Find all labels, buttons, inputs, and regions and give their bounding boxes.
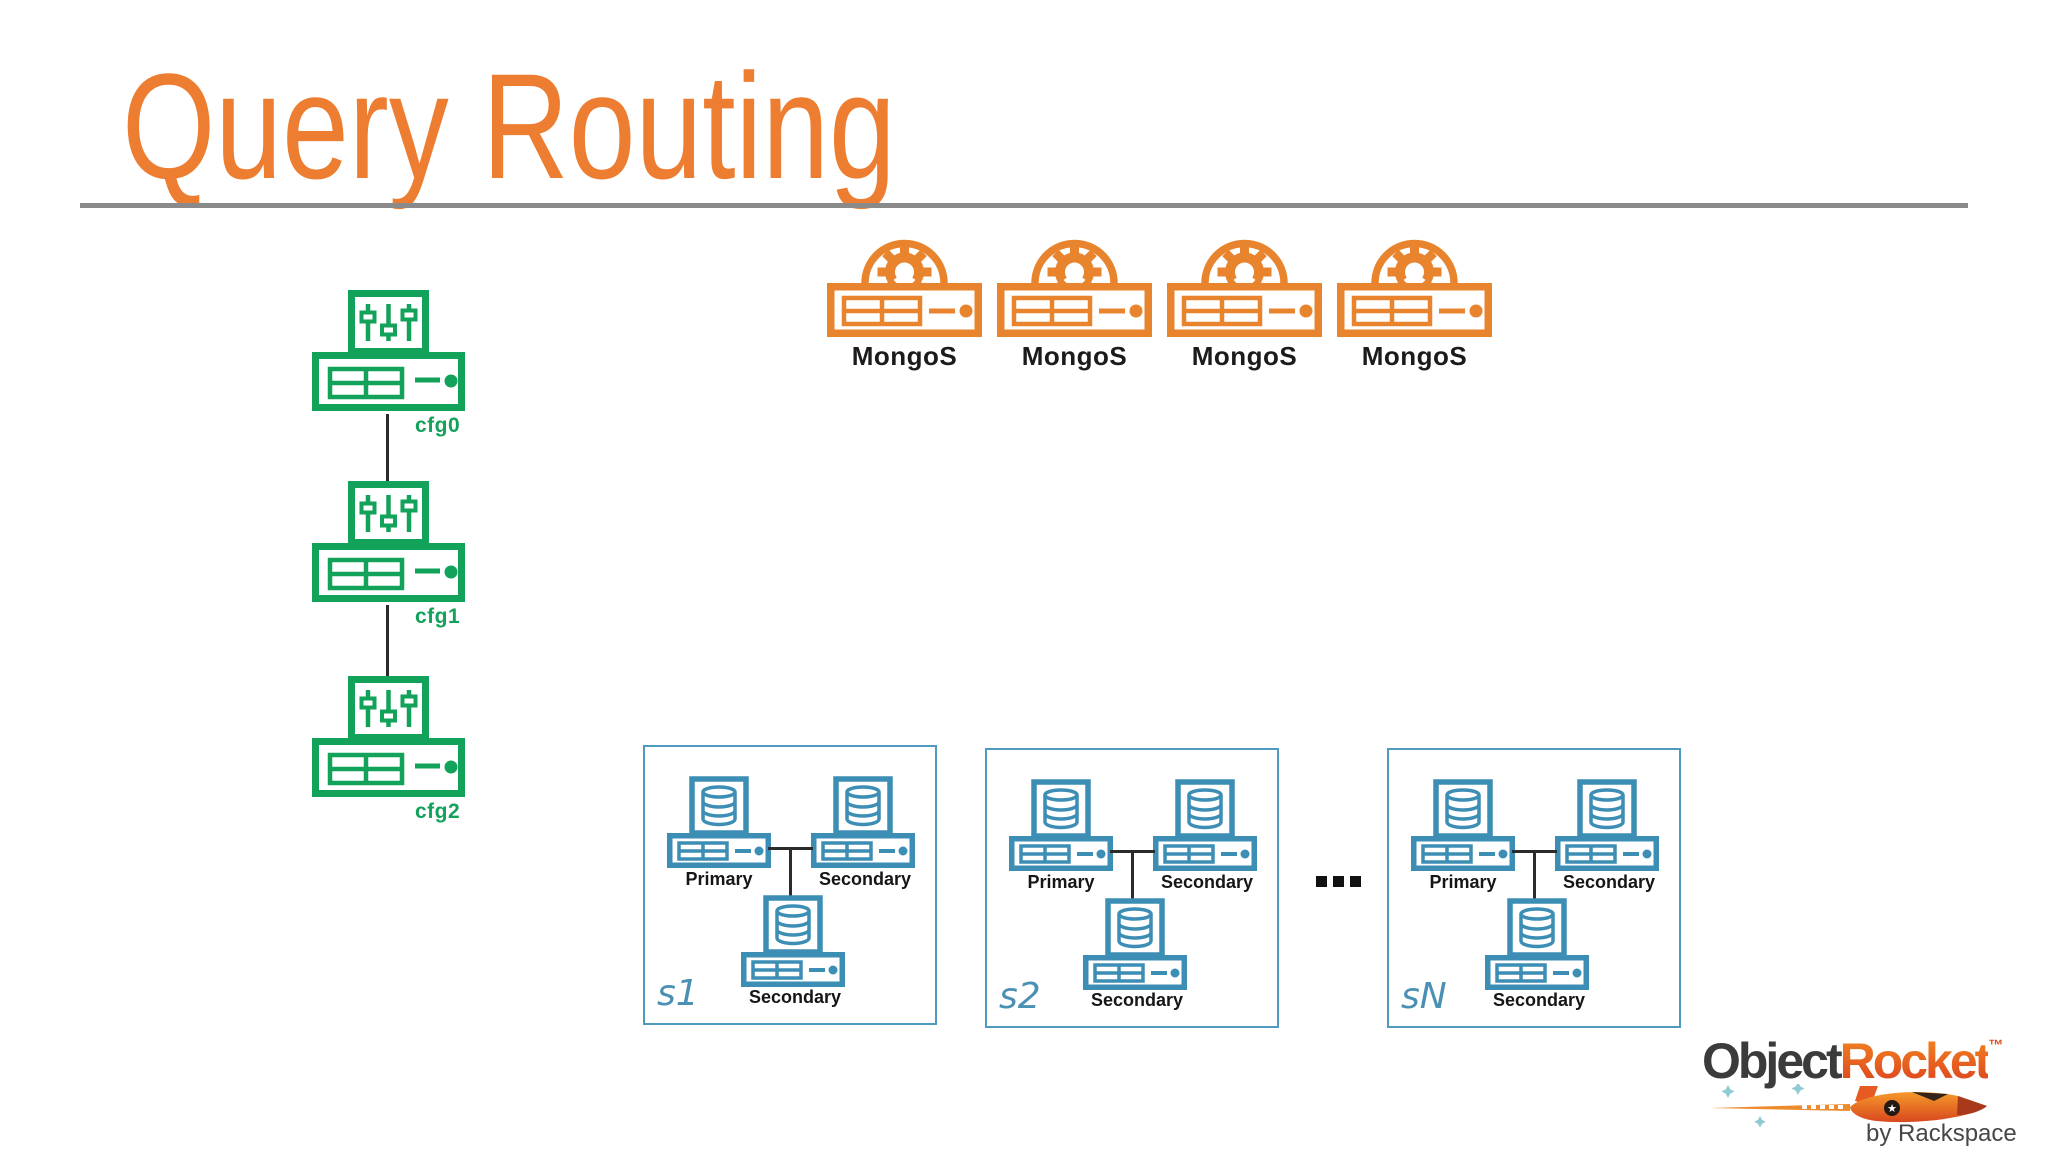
config-connector [386, 414, 389, 481]
mongos-icon [827, 225, 982, 337]
shard-ellipsis [1316, 876, 1361, 887]
title-divider [80, 203, 1968, 208]
shard-id-label: s2 [999, 976, 1041, 1017]
mongos-label: MongoS [1021, 341, 1128, 371]
config-server-label: cfg1 [415, 605, 461, 628]
mongos-label: MongoS [1361, 341, 1468, 371]
svg-text:★: ★ [1887, 1103, 1897, 1115]
logo-tagline: by Rackspace [1866, 1120, 2017, 1147]
node-role-label: Secondary [748, 987, 842, 1007]
mongos-label: MongoS [1191, 341, 1298, 371]
mongos-label: MongoS [851, 341, 958, 371]
config-server-label: cfg0 [415, 414, 461, 437]
db-node-icon [1555, 779, 1659, 871]
replica-connector [789, 847, 792, 898]
replica-connector [1533, 850, 1536, 901]
db-node-icon [1153, 779, 1257, 871]
config-server-label: cfg2 [415, 800, 461, 823]
shard-id-label: s1 [657, 973, 699, 1014]
logo-text-rocket: Rocket [1839, 1033, 1992, 1089]
shard-box-s2: Primary Secondary Secondary s2 [985, 748, 1279, 1028]
node-role-label: Secondary [1090, 990, 1184, 1010]
db-node-icon [1411, 779, 1515, 871]
logo-wordmark: ObjectRocket™ [1702, 1032, 2003, 1090]
node-role-label: Secondary [818, 869, 912, 889]
mongos-icon [1167, 225, 1322, 337]
db-node-icon [1083, 898, 1187, 990]
db-node-icon [811, 776, 915, 868]
config-server-icon [312, 481, 465, 605]
shard-id-label: sN [1401, 976, 1447, 1017]
node-role-label: Secondary [1492, 990, 1586, 1010]
config-connector [386, 605, 389, 676]
rocket-plane-icon: ★ [1710, 1084, 1987, 1128]
node-role-label: Secondary [1160, 872, 1254, 892]
db-node-icon [667, 776, 771, 868]
node-role-label: Primary [1429, 872, 1497, 892]
mongos-icon [997, 225, 1152, 337]
db-node-icon [1485, 898, 1589, 990]
node-role-label: Primary [1027, 872, 1095, 892]
page-title: Query Routing [122, 42, 896, 210]
db-node-icon [741, 895, 845, 987]
config-server-icon [312, 290, 465, 414]
shard-box-s1: Primary Secondary Secondary s1 [643, 745, 937, 1025]
logo-trademark: ™ [1988, 1037, 2004, 1054]
replica-connector [1131, 850, 1134, 901]
mongos-icon [1337, 225, 1492, 337]
node-role-label: Secondary [1562, 872, 1656, 892]
shard-box-sN: Primary Secondary Secondary sN [1387, 748, 1681, 1028]
objectrocket-logo: ObjectRocket™ ★ by Rackspace [1700, 1032, 2048, 1150]
db-node-icon [1009, 779, 1113, 871]
config-server-icon [312, 676, 465, 800]
node-role-label: Primary [685, 869, 753, 889]
logo-text-object: Object [1702, 1033, 1843, 1089]
